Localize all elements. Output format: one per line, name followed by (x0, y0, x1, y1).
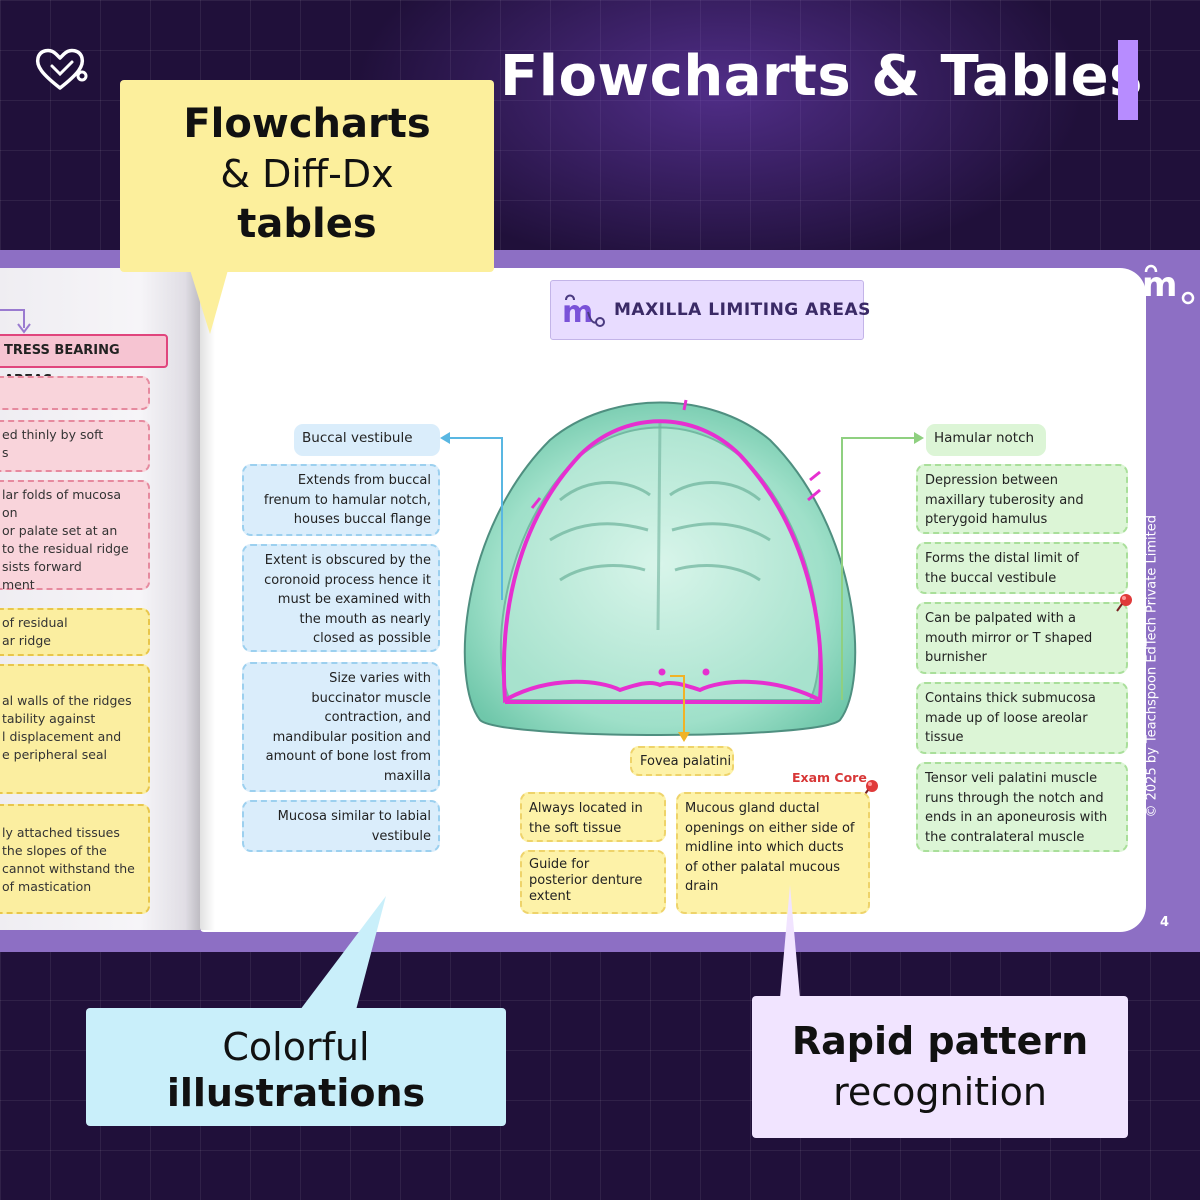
left-page-box: ed thinly by soft s (0, 420, 150, 472)
m-stethoscope-logo-icon: m (562, 294, 605, 330)
svg-text:m: m (1142, 265, 1177, 305)
left-page-box: of residual ar ridge (0, 608, 150, 656)
hamular-notch-label: Hamular notch (926, 424, 1046, 456)
brand-heart-stethoscope-icon (35, 48, 88, 90)
left-page-box: ly attached tissues the slopes of the ca… (0, 804, 150, 914)
left-page-box (0, 376, 150, 410)
maxilla-palate-illustration (463, 399, 857, 736)
callout-line: recognition (833, 1070, 1047, 1114)
callout-rapid-pattern: Rapid pattern recognition (752, 996, 1128, 1138)
fovea-palatini-label: Fovea palatini (630, 746, 734, 776)
callout-line: Rapid pattern (791, 1019, 1089, 1063)
callout-line: Colorful (222, 1025, 370, 1069)
left-page-box: al walls of the ridges tability against … (0, 664, 150, 794)
left-page-box: lar folds of mucosa on or palate set at … (0, 480, 150, 592)
buccal-note: Mucosa similar to labial vestibule (242, 800, 440, 852)
callout-flowcharts: Flowcharts & Diff-Dx tables (120, 80, 494, 272)
page-title-box (550, 280, 864, 340)
headline: Flowcharts & Tables (500, 44, 1143, 109)
book-spine (185, 268, 215, 930)
hamular-note: Tensor veli palatini muscle runs through… (916, 762, 1128, 852)
fovea-note: Guide for posterior denture extent (520, 850, 666, 914)
buccal-note: Extent is obscured by the coronoid proce… (242, 544, 440, 652)
callout-line: tables (237, 201, 377, 247)
fovea-note: Mucous gland ductal openings on either s… (676, 792, 870, 914)
buccal-note: Extends from buccal frenum to hamular no… (242, 464, 440, 536)
headline-accent-bar (1118, 40, 1138, 120)
buccal-note: Size varies with buccinator muscle contr… (242, 662, 440, 792)
left-page-header: TRESS BEARING AREAS (0, 334, 168, 388)
flow-arrow (0, 309, 31, 334)
callout-line: Flowcharts (183, 101, 431, 147)
hamular-note: Can be palpated with a mouth mirror or T… (916, 602, 1128, 674)
exam-core-badge: Exam Core (792, 770, 867, 785)
callout-line: illustrations (166, 1071, 426, 1115)
copyright-notice: © 2025 by Teachspoon EdTech Private Limi… (1144, 515, 1160, 818)
left-page: TRESS BEARING AREAS ed thinly by soft s … (0, 268, 200, 930)
page-number: 4 (1160, 915, 1170, 930)
buccal-vestibule-label: Buccal vestibule (294, 424, 440, 456)
callout-colorful-illustrations: Colorful illustrations (86, 1008, 506, 1126)
callout-line: & Diff-Dx (220, 152, 394, 196)
diagram-connectors (440, 432, 924, 742)
fovea-note: Always located in the soft tissue (520, 792, 666, 842)
m-stethoscope-logo-icon: m (1142, 264, 1195, 305)
page-title: MAXILLA LIMITING AREAS (614, 300, 871, 320)
hamular-note: Depression between maxillary tuberosity … (916, 464, 1128, 534)
pushpin-icon (1116, 594, 1132, 612)
hamular-note: Contains thick submucosa made up of loos… (916, 682, 1128, 754)
hamular-note: Forms the distal limit of the buccal ves… (916, 542, 1128, 594)
